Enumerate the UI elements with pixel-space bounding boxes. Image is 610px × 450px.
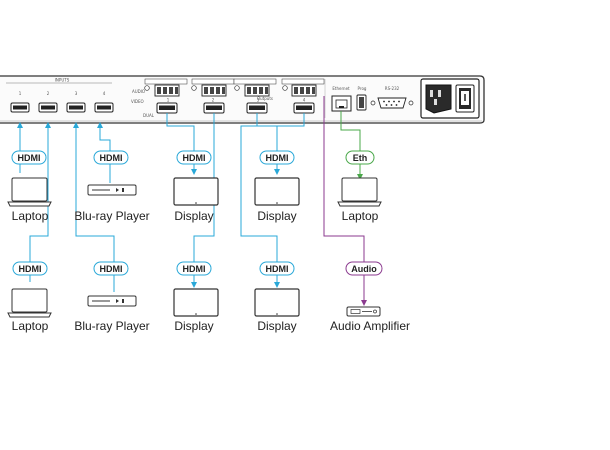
hdmi-tag-display-bottom-2: HDMI [259, 261, 295, 276]
inputs-group: INPUTS 1 2 3 4 [6, 78, 114, 113]
input-number-1: 1 [19, 91, 22, 96]
hdmi-tag-display-bottom-1: HDMI [176, 261, 212, 276]
svg-text:HDMI: HDMI [266, 264, 289, 274]
display-bottom-1-label: Display [174, 319, 214, 333]
hdmi-output-port-2 [203, 102, 225, 114]
ethernet-port [331, 95, 352, 112]
svg-text:Audio: Audio [351, 264, 377, 274]
hdmi-input-port-3 [66, 102, 86, 113]
display-icon [173, 288, 219, 317]
eth-tag: Eth [345, 150, 375, 165]
output-channel-1: 1 [144, 78, 188, 114]
audio-terminal-2 [201, 84, 227, 97]
hdmi-output-port-4 [293, 102, 315, 114]
rs232-label: RS-232 [385, 86, 400, 91]
output-number-1: 1 [167, 98, 170, 103]
audio-amplifier-label: Audio Amplifier [329, 319, 411, 333]
output-channel-4: 4 [281, 78, 325, 114]
bluray-player-icon [87, 184, 137, 196]
hdmi-input-port-2 [38, 102, 58, 113]
hdmi-tag-bluray-top: HDMI [93, 150, 129, 165]
hdmi-cable-laptop-bottom [29, 122, 51, 282]
prog-usb-port [356, 94, 367, 111]
ethernet-label: Ethernet [332, 86, 350, 91]
svg-text:HDMI: HDMI [183, 264, 206, 274]
hdmi-tag-laptop-bottom: HDMI [12, 261, 48, 276]
laptop-bottom-label: Laptop [11, 319, 49, 333]
inputs-label: INPUTS [55, 78, 70, 83]
input-number-2: 2 [47, 91, 50, 96]
hdmi-cable-display-top-1 [166, 113, 197, 175]
output-channel-2: 2 [191, 78, 235, 114]
input-number-4: 4 [103, 91, 106, 96]
audio-terminal-3 [244, 84, 270, 97]
hdmi-tag-bluray-bottom: HDMI [93, 261, 129, 276]
audio-tag: Audio [345, 261, 383, 276]
hdmi-output-port-1 [156, 102, 178, 114]
cables [17, 96, 367, 306]
laptop-top-label: Laptop [11, 209, 49, 223]
hdmi-tag-display-top-1: HDMI [176, 150, 212, 165]
display-top-1-label: Display [174, 209, 214, 223]
hdmi-input-port-1 [10, 102, 30, 113]
audio-terminal-1 [154, 84, 180, 97]
laptop-icon [337, 177, 382, 207]
power-socket [425, 84, 452, 114]
display-icon [254, 288, 300, 317]
power-module [420, 78, 480, 119]
laptop-eth-label: Laptop [341, 209, 379, 223]
svg-text:Eth: Eth [353, 153, 368, 163]
svg-text:HDMI: HDMI [183, 153, 206, 163]
hdmi-cable-display-bottom-2 [240, 113, 305, 288]
svg-text:HDMI: HDMI [19, 264, 42, 274]
bluray-top-label: Blu-ray Player [74, 209, 150, 223]
hdmi-input-port-4 [94, 102, 114, 113]
svg-text:HDMI: HDMI [18, 153, 41, 163]
bluray-bottom-label: Blu-ray Player [74, 319, 150, 333]
output-number-2: 2 [212, 98, 215, 103]
svg-text:HDMI: HDMI [100, 264, 123, 274]
bluray-player-icon [87, 295, 137, 307]
switcher-rear-panel: INPUTS 1 2 3 4 AUDIO VIDEO DUAL Outputs … [0, 75, 485, 124]
laptop-icon [7, 288, 52, 318]
hdmi-output-port-3 [246, 102, 268, 114]
dual-label: DUAL [143, 113, 155, 118]
hdmi-tag-laptop-top: HDMI [11, 150, 47, 165]
output-number-3: 3 [257, 98, 260, 103]
outputs-label: Outputs [257, 96, 273, 101]
display-top-2-label: Display [257, 209, 297, 223]
svg-text:HDMI: HDMI [266, 153, 289, 163]
svg-text:HDMI: HDMI [100, 153, 123, 163]
display-icon [173, 177, 219, 206]
audio-terminal-4 [291, 84, 317, 97]
prog-label: Prog [358, 86, 367, 91]
video-label: VIDEO [131, 99, 144, 104]
hdmi-tag-display-top-2: HDMI [259, 150, 295, 165]
hdmi-cable-display-bottom-1 [191, 113, 215, 288]
display-bottom-2-label: Display [257, 319, 297, 333]
output-number-4: 4 [303, 98, 306, 103]
audio-label: AUDIO [132, 89, 145, 94]
display-icon [254, 177, 300, 206]
audio-amplifier-icon [346, 306, 381, 317]
power-switch [455, 84, 475, 113]
laptop-icon [7, 177, 52, 207]
input-number-3: 3 [75, 91, 78, 96]
rs232-port [370, 97, 414, 109]
